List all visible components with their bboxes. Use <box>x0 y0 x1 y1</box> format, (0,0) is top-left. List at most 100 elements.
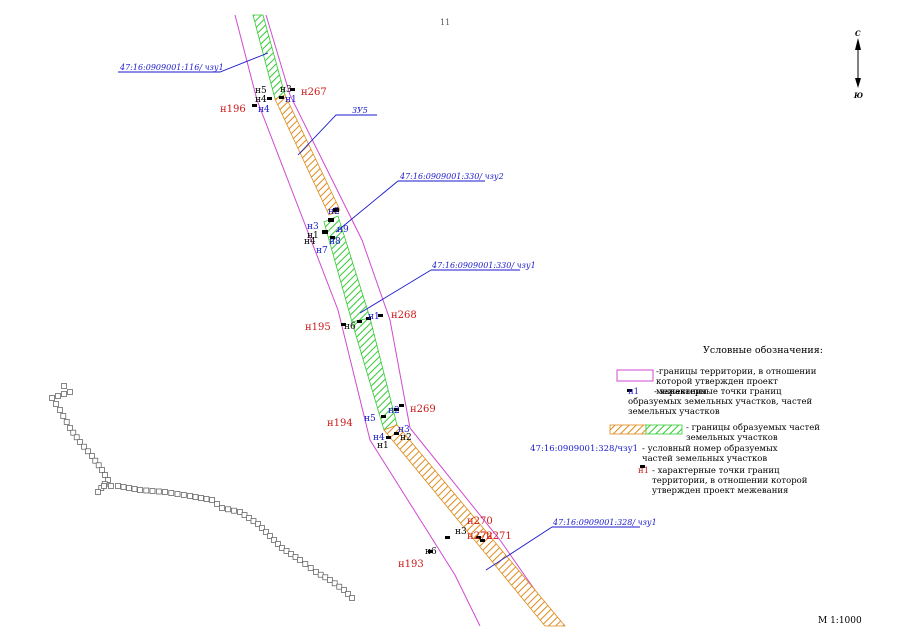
point-a-n4: н4 <box>255 95 267 105</box>
point-b-n8: н8 <box>329 237 341 247</box>
chain-square <box>198 495 204 501</box>
chain-square <box>341 587 347 593</box>
chain-square <box>92 457 99 464</box>
point-markers <box>252 88 485 553</box>
point-n269: н269 <box>410 404 436 415</box>
point-c-n6: н6 <box>344 322 356 332</box>
territory-boundary-right <box>265 14 561 627</box>
chain-square <box>101 483 107 489</box>
chain-square <box>67 389 73 395</box>
chain-square <box>77 439 83 445</box>
chain-square <box>302 561 309 567</box>
callout-zus: ЗУ5 <box>352 106 368 115</box>
chain-square <box>73 434 80 441</box>
point-b-n4: н4 <box>304 237 316 247</box>
chain-square <box>225 506 231 513</box>
point-n267: н267 <box>301 87 327 98</box>
chain-square <box>137 487 143 493</box>
chain-square <box>241 512 248 518</box>
chain-square <box>331 580 338 587</box>
chain-square <box>70 429 77 436</box>
legend-item-boundary: -границы территории, в отношении которой… <box>656 367 817 397</box>
chain-square <box>203 496 210 502</box>
chain-square <box>60 413 67 419</box>
strip-orange-lower <box>383 424 566 627</box>
chain-square <box>49 395 55 401</box>
chain-square <box>61 383 67 389</box>
chain-square <box>307 565 314 571</box>
chain-square <box>283 548 290 554</box>
chain-square <box>250 518 257 524</box>
chain-square <box>168 490 175 496</box>
chain-square <box>246 515 252 521</box>
chain-square <box>231 507 237 514</box>
legend-sample-number: 47:16:0909001:328/чзу1 <box>530 444 638 454</box>
chain-square <box>237 509 243 515</box>
north-arrow: С Ю <box>853 29 863 100</box>
legend-sample-red-label: н1 <box>638 466 650 476</box>
chain-square <box>327 577 333 583</box>
point-a-n5: н5 <box>255 86 267 96</box>
page-number: 11 <box>440 18 451 27</box>
point-b-n3: н3 <box>307 222 319 232</box>
square-chain-outline <box>49 383 355 601</box>
point-b-n7: н7 <box>316 246 328 256</box>
point-d-n2: н2 <box>388 406 400 416</box>
point-n195: н195 <box>305 322 331 333</box>
callout-116: 47:16:0909001:116/ чзу1 <box>119 63 224 72</box>
chain-square <box>155 488 162 495</box>
point-n270: н270 <box>467 516 493 527</box>
chain-square <box>263 529 269 535</box>
chain-square <box>255 521 261 527</box>
legend-item-parts: - границы образуемых частей земельных уч… <box>686 423 820 443</box>
point-b-n9: н9 <box>337 225 349 235</box>
chain-square <box>259 525 265 531</box>
chain-square <box>209 497 215 503</box>
chain-square <box>174 491 181 497</box>
chain-square <box>131 486 138 492</box>
callout-lines <box>118 52 640 571</box>
chain-square <box>85 448 91 455</box>
chain-square <box>95 462 102 469</box>
chain-square <box>288 551 294 557</box>
callout-330-2: 47:16:0909001:330/ чзу2 <box>399 172 504 181</box>
chain-square <box>149 488 156 494</box>
point-n271: н271 <box>486 531 512 542</box>
point-a-n4b: н4 <box>258 105 270 115</box>
point-e-n6: н6 <box>425 547 437 557</box>
chain-square <box>99 467 105 473</box>
legend-sample-point-label: н1 <box>628 387 640 397</box>
chain-square <box>214 501 220 507</box>
point-d-n5: н5 <box>364 414 376 424</box>
chain-square <box>61 391 67 397</box>
point-b-n2: н2 <box>328 207 340 217</box>
chain-square <box>67 425 73 431</box>
chain-square <box>143 487 150 494</box>
callout-330-1: 47:16:0909001:330/ чзу1 <box>431 261 536 270</box>
chain-square <box>95 489 101 495</box>
chain-square <box>192 494 199 500</box>
chain-square <box>89 453 95 459</box>
point-e-n3: н3 <box>455 527 467 537</box>
south-label: Ю <box>853 91 863 100</box>
point-c-n1: н1 <box>368 312 380 322</box>
chain-square <box>336 583 343 590</box>
point-n196: н196 <box>220 104 246 115</box>
legend-sample-hatch-green <box>645 424 683 435</box>
chain-square <box>297 557 303 563</box>
legend-item-number-text: - условный номер образуемых частей земел… <box>642 444 778 464</box>
chain-square <box>162 489 168 495</box>
point-d-n2b: н2 <box>400 433 412 443</box>
chain-square <box>108 483 114 489</box>
legend-sample-point-dark <box>627 389 632 392</box>
legend-sample-hatch-orange <box>609 424 647 435</box>
chain-square <box>63 419 70 425</box>
chain-square <box>313 569 319 575</box>
chain-square <box>55 393 61 399</box>
point-d-n4: н4 <box>373 433 385 443</box>
point-b-n1: н1 <box>307 231 319 241</box>
legend-item-territory-points-text: - характерные точки границ территории, в… <box>652 466 808 496</box>
point-n268: н268 <box>391 310 417 321</box>
legend-item-points: н1- характерные точки границ образуемых … <box>628 387 828 417</box>
